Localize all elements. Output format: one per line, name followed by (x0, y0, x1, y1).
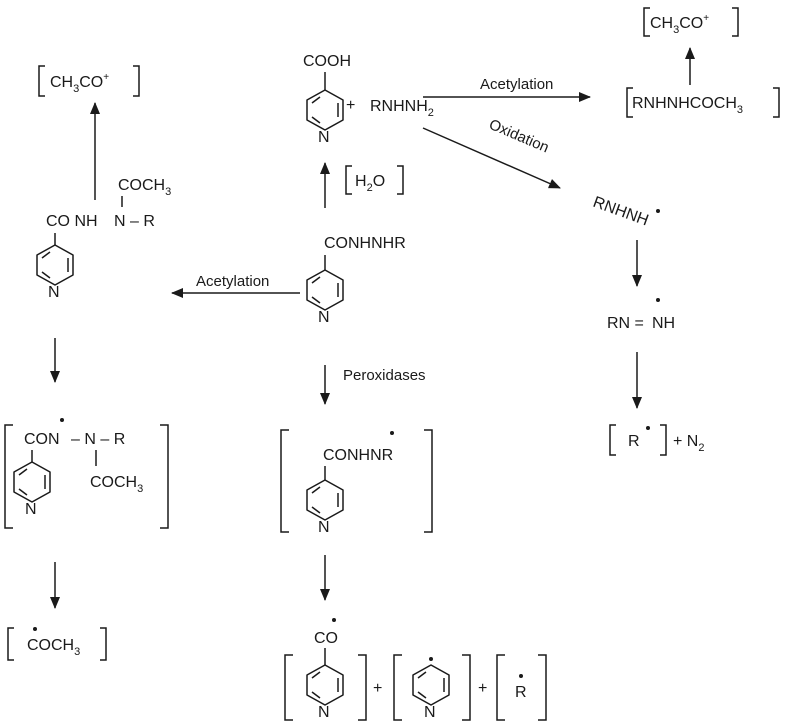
cooh-label: COOH (303, 53, 351, 70)
pyridine-ring (13, 461, 51, 503)
co-nh-label: CO NH (46, 213, 98, 230)
conhnhr-label: CONHNHR (324, 235, 406, 252)
acetylhydrazine-bracket: RNHNHCOCH3 (626, 87, 780, 118)
n-r-chain-label: – N – R (71, 431, 125, 448)
acetyl-cation-label-left: CH3CO+ (50, 72, 109, 95)
r-radical-bottom: R (496, 654, 547, 721)
r-label: R (515, 684, 527, 701)
acetylisoniazid: COCH3 CO NH N – R N (36, 177, 171, 301)
conhnr-label: CONHNR (323, 447, 393, 464)
acetylation-label-top: Acetylation (480, 76, 553, 93)
alkyl-radical-n2: R + N2 (609, 424, 704, 456)
pyridine-ring (306, 269, 344, 311)
pyridine-ring (306, 479, 344, 521)
radical-dot (390, 431, 394, 435)
acetyl-radical: COCH3 (7, 627, 107, 661)
pyridine-n: N (318, 519, 330, 536)
acetylation-label-left: Acetylation (196, 273, 269, 290)
acetyl-cation-left: CH3CO+ (38, 65, 140, 97)
hydrazine-label: RNHNH2 (370, 98, 434, 119)
hydrazyl-radical: RNHNH (591, 194, 660, 230)
peroxidases-label: Peroxidases (343, 367, 426, 384)
acetyl-cation-label-right: CH3CO+ (650, 13, 709, 36)
radical-dot (429, 657, 433, 661)
oxidation-label: Oxidation (486, 116, 551, 156)
diazenyl-radical: RN = NH (607, 298, 675, 332)
plus-sign: + (478, 680, 487, 697)
pyridine-n: N (25, 501, 37, 518)
radical-dot (332, 618, 336, 622)
hydrazyl-label: RNHNH (591, 194, 651, 230)
pyridine-ring (36, 244, 74, 286)
pyridine-ring (306, 89, 344, 131)
radical-dot (656, 209, 660, 213)
pyridyl-radical: N (393, 654, 471, 721)
pyridine-ring (412, 664, 450, 706)
hydrazide-center: CONHNHR N (306, 235, 406, 326)
coch3-label: COCH3 (118, 177, 171, 198)
pyridine-n: N (318, 309, 330, 326)
hydrazyl-bracket-center: CONHNR N (280, 429, 433, 536)
coch3-label: COCH3 (90, 474, 143, 495)
diazene-label: RN = (607, 315, 644, 332)
acetyl-cation-right: CH3CO+ (643, 7, 739, 37)
radical-dot (519, 674, 523, 678)
r-label: R (628, 433, 640, 450)
isonicotinoyl-radical: CO N (284, 618, 367, 721)
con-label: CON (24, 431, 60, 448)
water-bracket: H2O (345, 165, 404, 195)
pyridine-ring (306, 664, 344, 706)
acetylhydrazine-label: RNHNHCOCH3 (632, 95, 743, 116)
plus-sign: + (373, 680, 382, 697)
diazene-nh: NH (652, 315, 675, 332)
pyridine-n: N (48, 284, 60, 301)
radical-dot (33, 627, 37, 631)
co-radical-label: CO (314, 630, 338, 647)
radical-dot (646, 426, 650, 430)
water-label: H2O (355, 173, 385, 194)
n-r-label: N – R (114, 213, 155, 230)
radical-dot (60, 418, 64, 422)
acetyl-radical-label: COCH3 (27, 637, 80, 658)
pyridine-n: N (318, 129, 330, 146)
n2-label: + N2 (673, 433, 704, 454)
hydrazyl-bracket-left: CON – N – R COCH3 N (4, 418, 169, 529)
pyridine-n: N (424, 704, 436, 721)
isonicotinic-acid: COOH N (303, 53, 351, 146)
oxidation-arrow (422, 127, 561, 189)
radical-dot (656, 298, 660, 302)
pyridine-n: N (318, 704, 330, 721)
plus-sign: + (346, 97, 355, 114)
